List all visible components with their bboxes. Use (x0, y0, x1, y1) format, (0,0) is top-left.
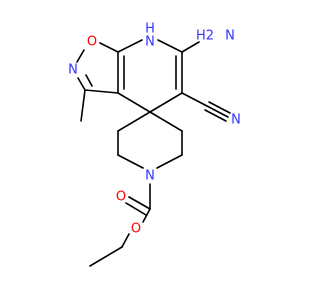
atom-isoxazole-o: O (87, 35, 97, 50)
bond-c4-pip-left (117, 111, 151, 132)
bond-cn-triple-3 (204, 109, 227, 122)
bond-n-c3 (77, 77, 86, 91)
atom-labels: H N N H2 O N N N O O (68, 22, 241, 237)
bond-c7a-nh (117, 39, 143, 53)
bond-carbonyl-c-o (128, 196, 151, 210)
atom-cyano-n: N (231, 113, 241, 128)
bond-pip-left-n (117, 154, 144, 169)
bond-ester-o-ch2 (121, 233, 130, 248)
atom-nh-n: N (145, 35, 155, 50)
atom-isoxazole-n: N (68, 63, 78, 78)
bond-ch2-ch3 (89, 246, 123, 267)
bond-c5-c4 (149, 92, 183, 113)
atom-nh-h: H (145, 22, 155, 37)
atom-piperidine-n: N (145, 169, 155, 184)
bond-nh-c6 (157, 39, 183, 53)
bond-c7a-o (99, 42, 119, 53)
bond-c3-methyl (80, 89, 86, 122)
atom-carbonyl-o: O (116, 190, 126, 205)
bond-carbonyl-c-o-double (125, 202, 147, 216)
bond-c4-c3a (117, 92, 151, 113)
bond-carbonyl-c-ester-o (142, 208, 151, 223)
bond-cn-triple-2 (208, 101, 231, 114)
bond-c4-pip-right (149, 111, 183, 132)
atom-amino-h2: H2 (196, 29, 214, 44)
atom-ester-o: O (131, 222, 141, 237)
bond-c6-nh2 (181, 41, 200, 53)
molecule-structure: H N N H2 O N N N O O (68, 22, 241, 267)
bond-cn-triple-1 (206, 105, 229, 118)
bond-c5-cn (181, 92, 208, 107)
bond-n-c3-double (85, 74, 93, 87)
bond-c3-c3a (84, 89, 119, 94)
bond-pip-right-n (156, 154, 183, 169)
bond-o-n (76, 49, 85, 63)
bonds (76, 39, 231, 267)
atom-amino-n: N (225, 29, 235, 44)
